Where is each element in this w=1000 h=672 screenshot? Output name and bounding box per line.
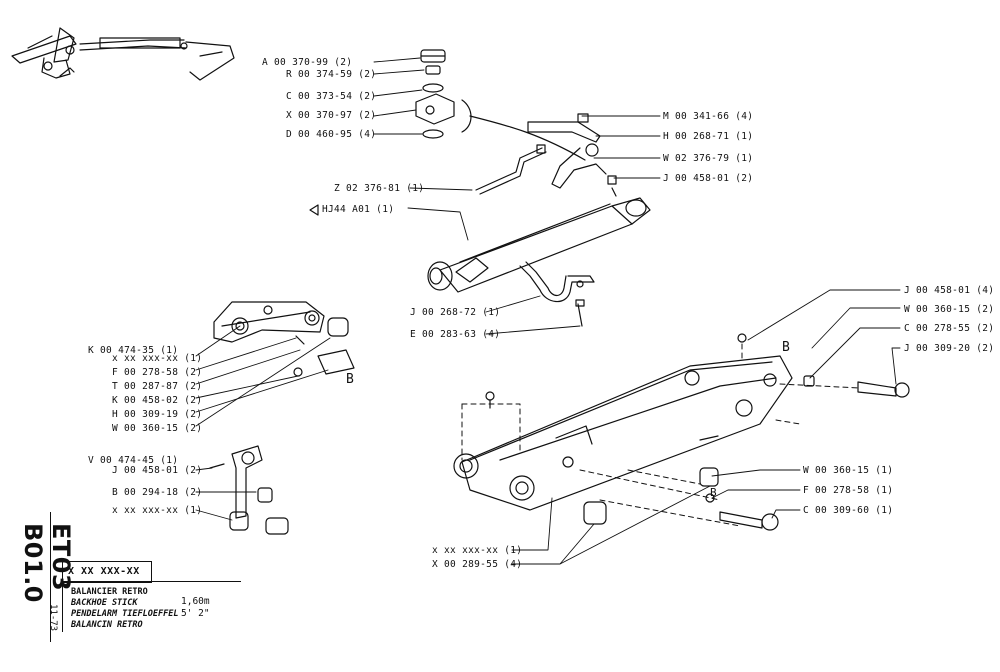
callout-label: H 00 268-71 (1)	[663, 131, 754, 142]
callout-label: V 00 474-45 (1)	[88, 455, 179, 466]
callout-label: x xx xxx-xx (1)	[112, 505, 203, 516]
callout-label: x xx xxx-xx (1)	[432, 545, 523, 556]
callout-label: X 00 370-97 (2)	[286, 110, 377, 121]
bracket-assembly	[527, 113, 617, 197]
hydraulic-hose	[469, 115, 586, 161]
callout-label: W 02 376-79 (1)	[663, 153, 754, 164]
callout-label: X 00 289-55 (4)	[432, 559, 523, 570]
part-number-box: X XX XXX-XX	[62, 561, 152, 583]
callout-label: J 00 458-01 (4)	[904, 285, 995, 296]
size-imperial: 5' 2"	[181, 608, 210, 619]
callout-label: HJ44 A01 (1)	[322, 204, 395, 215]
callout-label: K 00 458-02 (2)	[112, 395, 203, 406]
marker-b: B	[710, 486, 717, 499]
arrow-marker-icon	[309, 204, 319, 216]
machine-thumbnail	[11, 27, 235, 81]
hydraulic-cylinder	[427, 197, 651, 293]
part-number: X XX XXX-XX	[68, 566, 140, 577]
sheet-date: 11-73	[48, 604, 58, 632]
callout-label: C 00 278-55 (2)	[904, 323, 995, 334]
guide-lines	[461, 343, 861, 527]
title-fr: BALANCIER RETRO	[71, 587, 148, 597]
callout-label: C 00 309-60 (1)	[803, 505, 894, 516]
callout-label: J 00 268-72 (1)	[410, 307, 501, 318]
lower-parts	[485, 333, 779, 531]
callout-label: R 00 374-59 (2)	[286, 69, 377, 80]
pipe	[475, 147, 547, 195]
callout-label: T 00 287-87 (2)	[112, 381, 203, 392]
title-block-divider	[50, 512, 51, 642]
callout-label: J 00 458-01 (2)	[663, 173, 754, 184]
callout-label: x xx xxx-xx (1)	[112, 353, 203, 364]
title-info-box: BALANCIER RETRO BACKHOE STICK PENDELARM …	[62, 581, 241, 632]
callout-label: W 00 360-15 (2)	[112, 423, 203, 434]
clamp	[519, 261, 595, 327]
callout-label: J 00 458-01 (2)	[112, 465, 203, 476]
pin-right	[803, 375, 910, 398]
link-plate	[213, 301, 355, 377]
title-es: BALANCIN RETRO	[71, 620, 143, 630]
sheet-code-block: ET03 B01.0	[16, 512, 75, 642]
callout-label: J 00 309-20 (2)	[904, 343, 995, 354]
callout-label: B 00 294-18 (2)	[112, 487, 203, 498]
title-de: PENDELARM TIEFLOEFFEL	[71, 609, 179, 619]
callout-label: E 00 283-63 (4)	[410, 329, 501, 340]
rod-link	[209, 445, 289, 535]
callout-label: W 00 360-15 (2)	[904, 304, 995, 315]
title-en: BACKHOE STICK	[71, 598, 138, 608]
callout-label: C 00 373-54 (2)	[286, 91, 377, 102]
marker-b: B	[346, 372, 355, 387]
callout-label: H 00 309-19 (2)	[112, 409, 203, 420]
size-metric: 1,60m	[181, 596, 210, 607]
callout-label: A 00 370-99 (2)	[262, 57, 353, 68]
backhoe-stick	[453, 355, 793, 511]
callout-label: K 00 474-35 (1)	[88, 345, 179, 356]
marker-b: B	[782, 340, 791, 355]
callout-label: F 00 278-58 (2)	[112, 367, 203, 378]
leader-lines	[195, 57, 901, 565]
callout-label: M 00 341-66 (4)	[663, 111, 754, 122]
fitting-stack	[415, 49, 472, 139]
callout-label: Z 02 376-81 (1)	[334, 183, 425, 194]
callout-label: F 00 278-58 (1)	[803, 485, 894, 496]
callout-label: D 00 460-95 (4)	[286, 129, 377, 140]
callout-label: W 00 360-15 (1)	[803, 465, 894, 476]
